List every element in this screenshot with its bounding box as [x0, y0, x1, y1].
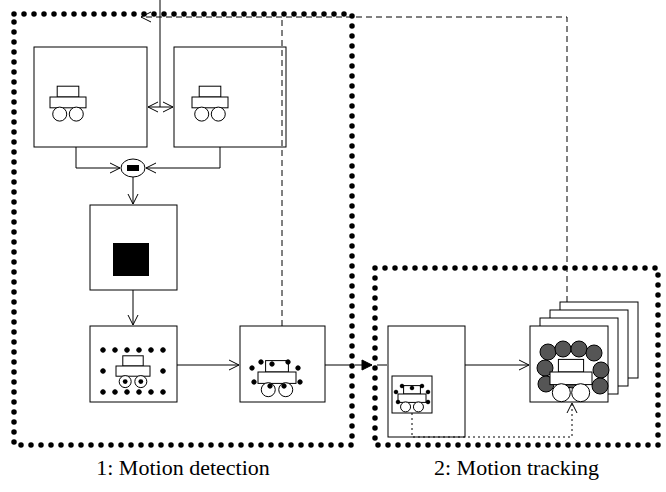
feature-dot	[282, 384, 286, 388]
flow-line	[148, 107, 160, 108]
tracked-feature	[586, 345, 602, 361]
image-frame	[240, 326, 325, 402]
feature-dot	[250, 366, 254, 370]
flow-line	[133, 290, 134, 325]
feature-dot	[400, 384, 404, 388]
car-icon	[192, 86, 228, 121]
feature-dot	[113, 348, 118, 353]
car-icon	[258, 361, 296, 397]
flow-line	[146, 147, 220, 168]
region-caption: 1: Motion detection	[14, 455, 352, 481]
feature-dot	[252, 380, 256, 384]
image-frame	[388, 326, 465, 437]
feature-dot	[394, 390, 398, 394]
flow-line	[76, 147, 120, 168]
flow-line	[141, 17, 567, 302]
image-frame	[90, 205, 177, 290]
flow-line	[282, 17, 283, 326]
feature-dot	[113, 390, 118, 395]
flow-line	[177, 365, 239, 366]
flow-line	[160, 107, 173, 108]
image-frame	[174, 47, 286, 147]
flow-arrow	[355, 365, 372, 366]
image-frame	[34, 47, 147, 147]
dotted-outline	[375, 268, 658, 445]
feature-dot	[259, 360, 263, 364]
difference-operator	[121, 159, 145, 177]
feature-dot	[137, 390, 142, 395]
feature-dot	[420, 384, 424, 388]
tracked-feature	[593, 362, 609, 378]
tracked-feature	[571, 341, 587, 357]
feature-dot	[396, 400, 400, 404]
dotted-outline	[14, 14, 352, 445]
car-icon	[50, 86, 86, 121]
feature-dot	[270, 362, 274, 366]
flow-line	[465, 365, 529, 366]
car-icon	[116, 356, 150, 388]
feature-dot	[137, 348, 142, 353]
feature-dot	[101, 390, 106, 395]
motion-blob	[113, 243, 149, 276]
search-window	[392, 376, 432, 413]
feature-dot	[268, 384, 272, 388]
flow-line	[325, 365, 350, 366]
car-icon	[398, 386, 426, 412]
tracking-frame	[530, 326, 608, 402]
region-group: 1: Motion detection	[14, 14, 352, 445]
region-group: 2: Motion tracking	[375, 268, 658, 445]
tracked-feature	[592, 378, 608, 394]
feature-dot	[296, 366, 300, 370]
feature-dot	[426, 400, 430, 404]
flow-line	[160, 0, 161, 107]
region-border	[375, 268, 658, 445]
feature-dot	[101, 369, 106, 374]
feature-dot	[149, 390, 154, 395]
region-border	[14, 14, 352, 445]
tracked-feature	[555, 341, 571, 357]
feature-dot	[410, 386, 414, 390]
feature-dot	[125, 390, 130, 395]
flow-line	[377, 365, 387, 366]
feature-dot	[286, 360, 290, 364]
region-caption: 2: Motion tracking	[375, 455, 658, 481]
feature-dot	[101, 348, 106, 353]
operator-mark	[127, 165, 139, 171]
feature-dot	[125, 348, 130, 353]
flow-line	[412, 403, 572, 437]
feature-dot	[298, 380, 302, 384]
feature-dot	[161, 369, 166, 374]
feature-dot	[426, 390, 430, 394]
flow-line	[133, 177, 134, 204]
feature-dot	[161, 348, 166, 353]
feature-dot	[161, 390, 166, 395]
car-icon	[550, 359, 592, 401]
tracked-feature	[540, 344, 556, 360]
feature-dot	[149, 348, 154, 353]
image-frame	[90, 326, 177, 402]
